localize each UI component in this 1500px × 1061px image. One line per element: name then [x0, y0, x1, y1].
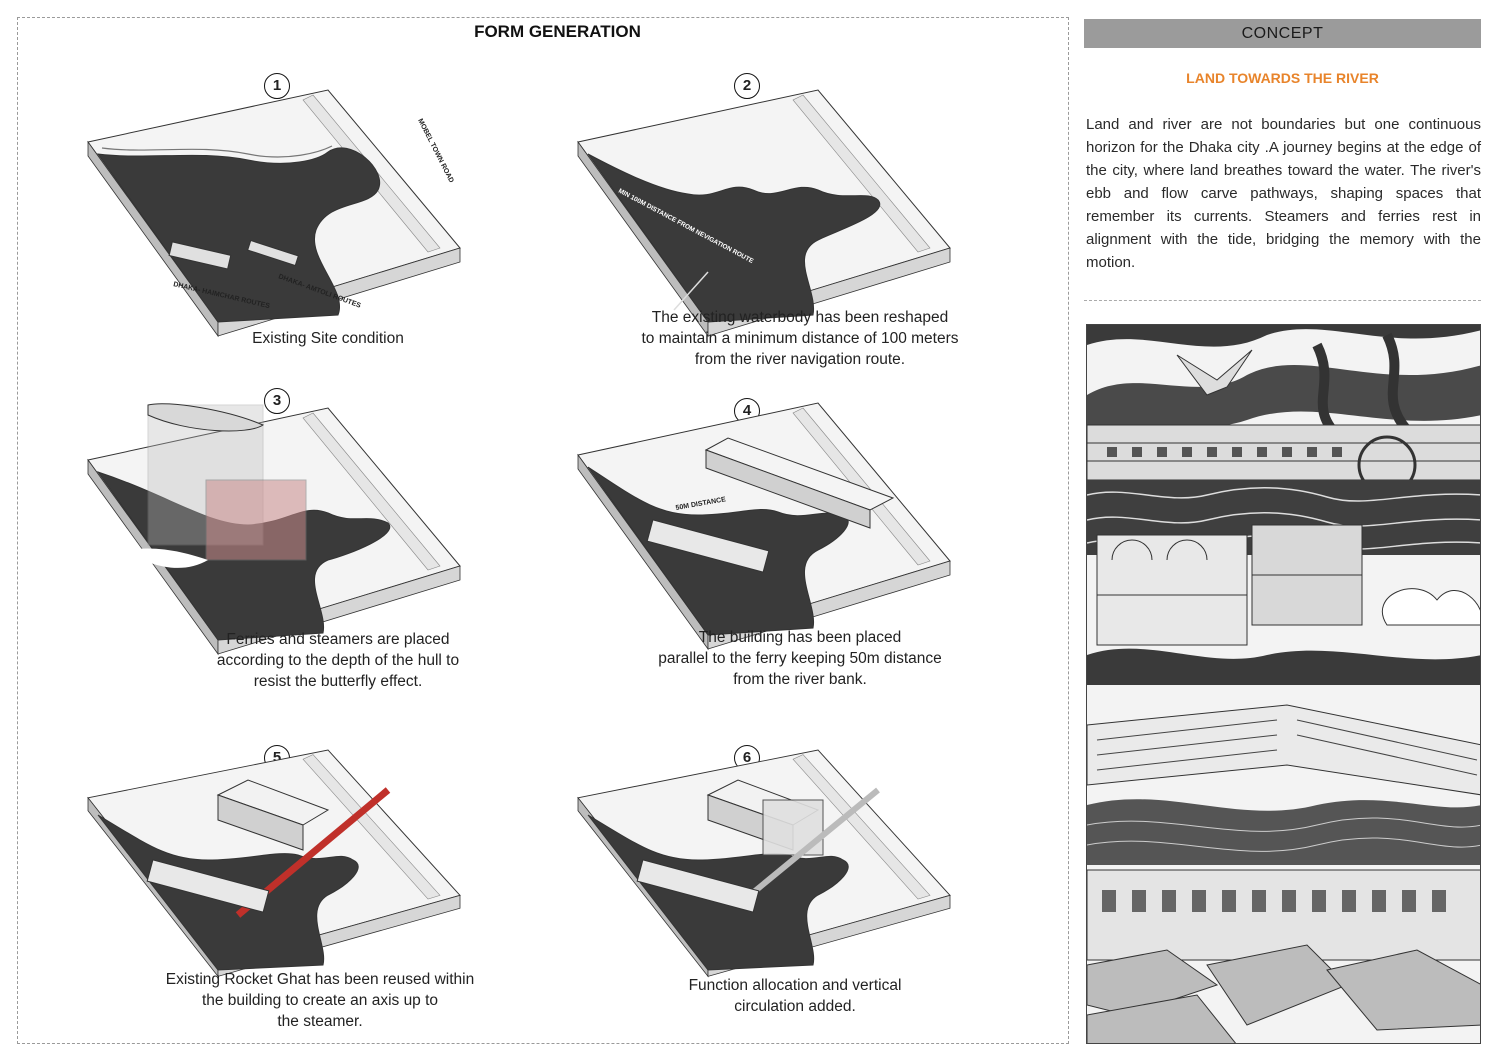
concept-sketch — [1086, 324, 1481, 1044]
svg-text:MOBEL TOWN ROAD: MOBEL TOWN ROAD — [416, 118, 454, 184]
form-generation-panel — [17, 17, 1069, 1044]
step-3-diagram — [87, 403, 461, 655]
concept-text: Land and river are not boundaries but on… — [1086, 116, 1481, 271]
step-number: 3 — [264, 388, 290, 414]
step-4-diagram: 50M DISTANCE — [577, 402, 951, 650]
step-3-caption: Ferries and steamers are placed accordin… — [216, 631, 460, 690]
step-6-diagram — [577, 749, 951, 977]
step-5-caption: Existing Rocket Ghat has been reused wit… — [165, 971, 475, 1030]
form-generation-title: FORM GENERATION — [474, 22, 641, 41]
concept-subtitle: LAND TOWARDS THE RIVER — [1186, 70, 1379, 86]
step-2-caption: The existing waterbody has been reshaped… — [641, 309, 959, 368]
concept-sketch-illustration — [1087, 325, 1480, 1043]
step-number: 1 — [264, 73, 290, 99]
concept-header: CONCEPT — [1084, 19, 1481, 48]
step-1-caption: Existing Site condition — [252, 330, 404, 347]
step-1-diagram: MOBEL TOWN ROAD DHAKA- HAIMCHAR ROUTES D… — [87, 89, 461, 337]
step-4-caption: The building has been placed parallel to… — [658, 629, 942, 688]
step-number: 2 — [734, 73, 760, 99]
step-2-diagram: MIN 100M DISTANCE FROM NEVIGATION ROUTE — [577, 89, 951, 337]
step-6-caption: Function allocation and vertical circula… — [688, 977, 902, 1015]
step-5-diagram — [87, 749, 461, 977]
concept-divider — [1084, 300, 1481, 301]
